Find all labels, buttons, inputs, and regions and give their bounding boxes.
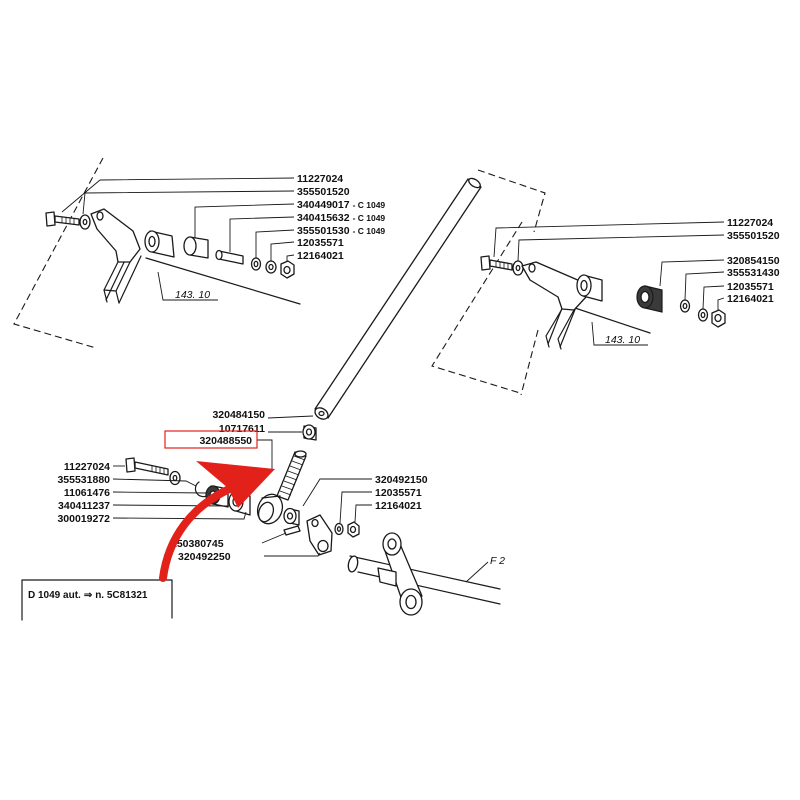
reference-label: 143. 10: [605, 334, 640, 346]
part-number-label: 320484150: [212, 409, 265, 421]
part-number-label: 340449017- C 1049: [297, 199, 385, 211]
part-number-label: 355501530- C 1049: [297, 225, 385, 237]
lever-tube: [144, 230, 175, 258]
leader-lines: [493, 221, 725, 346]
nut-part: [280, 260, 295, 279]
top-left-assembly: 11227024 355501520 340449017- C 1049 340…: [13, 157, 385, 349]
part-number-label: 11227024: [64, 461, 110, 473]
model-note: - C 1049: [353, 226, 386, 236]
bolt-part: [45, 211, 80, 227]
lever-plate-part: [306, 514, 333, 556]
serial-note-box: D 1049 aut.⇒n. 5C81321: [21, 579, 173, 621]
leader-lines: [257, 415, 314, 470]
reference-label: F 2: [490, 555, 505, 567]
part-number-label: 12035571: [297, 237, 344, 249]
leader-lines: [61, 177, 295, 301]
part-number: 340449017: [297, 199, 350, 211]
bolt-part: [480, 255, 513, 271]
highlighted-part-number: 320488550: [199, 435, 252, 447]
lever-tube: [576, 274, 603, 302]
serial-label: n. 5C81321: [95, 590, 148, 601]
model-note: - C 1049: [353, 200, 386, 210]
part-number-label: 10717611: [219, 423, 265, 435]
lever-bracket: [90, 208, 141, 304]
part-number: 340415632: [297, 212, 350, 224]
spring-washer-part: [679, 299, 691, 313]
ring-part: [250, 257, 262, 271]
model-note: - C 1049: [353, 213, 386, 223]
washer-part: [512, 260, 524, 276]
threaded-rod-part: [276, 450, 307, 501]
part-number-label: 12035571: [375, 487, 422, 499]
part-number-label: 300019272: [57, 513, 110, 525]
reference-label: 143. 10: [175, 289, 210, 301]
end-bushing-part: [302, 424, 317, 441]
model-label: D 1049 aut.: [28, 590, 81, 601]
arrow-icon: ⇒: [84, 590, 93, 601]
view-frame: [477, 169, 546, 233]
long-rod: [314, 177, 482, 420]
bolt-part: [125, 457, 169, 476]
part-number-label: 320854150: [727, 255, 780, 267]
ring-part: [697, 308, 709, 322]
part-number-label: 11061476: [64, 487, 110, 499]
sleeve-part: [215, 249, 244, 265]
part-number-label: 340415632- C 1049: [297, 212, 385, 224]
ring-part: [283, 507, 300, 526]
part-number-label: 12164021: [727, 293, 774, 305]
shaft-assembly: F 2: [347, 532, 505, 616]
rubber-bushing-part: [636, 285, 663, 313]
view-frame: [520, 329, 539, 396]
spring-washer-part: [334, 522, 344, 536]
washer-part: [79, 214, 91, 230]
highlight-box: [164, 430, 258, 449]
part-number-label: 355501520: [297, 186, 350, 198]
rod-eye-part: [256, 493, 284, 525]
spring-washer-part: [265, 260, 277, 274]
center-assembly: 320484150 10717611 320488550: [164, 409, 314, 525]
leader-lines: [261, 478, 372, 557]
part-number-label: 150380745: [171, 538, 224, 550]
part-number-label: 355531880: [57, 474, 110, 486]
part-number: 355501530: [297, 225, 350, 237]
part-number-label: 320492150: [375, 474, 428, 486]
lower-linkage-assembly: 320492150 12035571 12164021 150380745 32…: [171, 474, 428, 563]
part-number-label: 11227024: [297, 173, 343, 185]
part-number-label: 340411237: [58, 500, 110, 512]
view-frame: [431, 221, 523, 394]
red-arrow-icon: [159, 461, 275, 582]
nut-part: [347, 521, 360, 538]
lever-bracket: [521, 261, 587, 350]
part-number-label: 320492250: [178, 551, 231, 563]
view-frame: [13, 157, 104, 349]
note-text: D 1049 aut.⇒n. 5C81321: [28, 590, 148, 601]
part-number-label: 355531430: [727, 267, 780, 279]
part-number-label: 12164021: [375, 500, 422, 512]
leader-line: [465, 561, 489, 583]
nut-part: [711, 309, 726, 328]
bushing-part: [183, 236, 209, 259]
washer-part: [169, 470, 181, 486]
long-rod-assembly: [302, 169, 546, 441]
part-number-label: 355501520: [727, 230, 780, 242]
top-right-assembly: 11227024 355501520 320854150 355531430 1…: [431, 217, 780, 396]
leader-lines: [112, 465, 247, 520]
part-number-label: 11227024: [727, 217, 773, 229]
part-number-label: 12164021: [297, 250, 344, 262]
note-box-frame: [21, 579, 173, 621]
shaft-lever: [377, 532, 423, 616]
part-number-label: 12035571: [727, 281, 774, 293]
